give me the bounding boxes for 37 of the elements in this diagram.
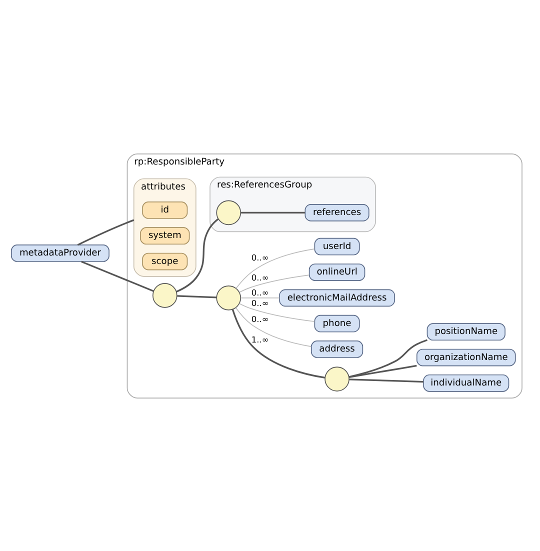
- node-box: phone: [314, 314, 360, 332]
- node-circle: [216, 285, 242, 310]
- connector: [240, 211, 305, 214]
- node-box: userId: [314, 237, 360, 255]
- node-circle: [152, 282, 178, 308]
- connector: [239, 274, 310, 292]
- edge-label: 0..∞: [251, 252, 269, 262]
- node-box: system: [140, 226, 190, 244]
- edge-label: 0..∞: [251, 298, 269, 308]
- connector: [232, 308, 326, 378]
- edge-label: 0..∞: [251, 313, 269, 324]
- node-box: individualName: [423, 374, 510, 392]
- node-box: organizationName: [416, 348, 516, 366]
- connector: [235, 306, 312, 346]
- connector: [81, 260, 154, 292]
- connector: [176, 218, 219, 292]
- node-box: onlineUrl: [308, 263, 366, 280]
- node-circle: [324, 366, 350, 391]
- edge-label: 1..∞: [251, 334, 269, 344]
- node-circle: [216, 200, 242, 225]
- node-box: references: [304, 204, 370, 221]
- edge-label: 0..∞: [251, 286, 269, 297]
- node-box: electronicMailAddress: [279, 288, 395, 306]
- connector: [348, 338, 428, 378]
- node-box: id: [142, 201, 188, 218]
- node-box: positionName: [426, 322, 506, 340]
- node-box: address: [310, 340, 364, 358]
- connector: [349, 378, 424, 382]
- node-box: metadataProvider: [10, 244, 110, 262]
- node-box: scope: [142, 252, 188, 270]
- connector: [240, 297, 280, 298]
- connector: [177, 294, 217, 298]
- connector: [239, 302, 315, 322]
- connector: [236, 248, 315, 288]
- connector: [77, 218, 134, 246]
- connector: [348, 364, 417, 378]
- edge-label: 0..∞: [251, 272, 269, 282]
